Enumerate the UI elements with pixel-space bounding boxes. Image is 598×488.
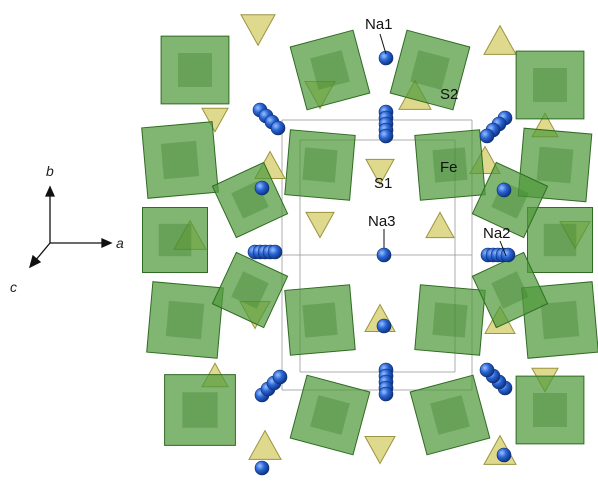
fe-octahedron-facet xyxy=(543,223,577,257)
axis-c-label: c xyxy=(10,279,17,295)
fe-octahedron-facet xyxy=(491,271,529,309)
fe-octahedron-facet xyxy=(158,223,192,257)
label-na1: Na1 xyxy=(365,16,393,33)
axis-b-label: b xyxy=(46,163,54,179)
na-atom xyxy=(378,386,394,402)
na-atom xyxy=(479,362,495,378)
label-fe: Fe xyxy=(440,159,458,176)
na-atom xyxy=(272,369,288,385)
fe-octahedron-facet xyxy=(160,140,200,180)
fe-octahedron xyxy=(289,374,371,456)
na-atom xyxy=(378,128,394,144)
fe-octahedron xyxy=(284,284,356,356)
axis-a-arrowhead xyxy=(101,237,113,249)
axis-c-line xyxy=(34,242,51,262)
s-tetrahedron xyxy=(483,24,517,55)
na-atom xyxy=(376,318,392,334)
fe-octahedron-facet xyxy=(430,395,470,435)
na1-leader xyxy=(379,33,387,55)
fe-octahedron xyxy=(414,129,486,201)
fe-octahedron xyxy=(414,284,486,356)
fe-octahedron xyxy=(160,35,230,105)
na-atom xyxy=(378,50,394,66)
na-atom xyxy=(479,128,495,144)
na-atom xyxy=(376,247,392,263)
label-s1: S1 xyxy=(374,175,392,192)
label-s2: S2 xyxy=(440,86,458,103)
fe-octahedron-facet xyxy=(182,392,218,428)
na-atom xyxy=(496,447,512,463)
fe-octahedron xyxy=(471,251,549,329)
fe-octahedron xyxy=(389,29,471,111)
fe-octahedron xyxy=(471,161,549,239)
fe-octahedron-facet xyxy=(302,147,338,183)
fe-octahedron-facet xyxy=(533,393,567,427)
na-atom xyxy=(270,120,286,136)
fe-octahedron xyxy=(515,375,585,445)
fe-octahedron xyxy=(141,121,219,199)
na-atom xyxy=(500,247,516,263)
fe-octahedron xyxy=(515,50,585,120)
fe-octahedron-facet xyxy=(432,302,468,338)
fe-octahedron xyxy=(409,374,491,456)
fe-octahedron-facet xyxy=(178,53,212,87)
na-atom xyxy=(267,244,283,260)
axis-c-arrowhead xyxy=(28,254,42,269)
sodium-atoms xyxy=(247,50,516,476)
fe-octahedron-facet xyxy=(410,50,450,90)
label-na3: Na3 xyxy=(368,213,396,230)
axes-indicator xyxy=(28,185,113,269)
fe-octahedron-facet xyxy=(540,300,580,340)
fe-octahedron-facet xyxy=(310,50,350,90)
label-leaders xyxy=(379,33,507,257)
fe-octahedron xyxy=(142,207,208,273)
s-tetrahedron xyxy=(248,429,282,460)
fe-octahedron-facet xyxy=(432,147,468,183)
fe-octahedron xyxy=(211,161,289,239)
fe-octahedra xyxy=(141,29,598,456)
label-na2: Na2 xyxy=(483,225,511,242)
fe-octahedron xyxy=(289,29,371,111)
fe-octahedron xyxy=(164,374,236,446)
na-atom xyxy=(496,182,512,198)
fe-octahedron-facet xyxy=(536,146,574,184)
na-atom xyxy=(254,460,270,476)
fe-octahedron-facet xyxy=(310,395,350,435)
s-tetrahedron xyxy=(305,211,335,239)
fe-octahedron xyxy=(284,129,356,201)
fe-octahedron xyxy=(211,251,289,329)
axis-a-label: a xyxy=(116,235,124,251)
na-atom xyxy=(254,180,270,196)
axis-b-arrowhead xyxy=(44,185,56,197)
fe-octahedron-facet xyxy=(302,302,338,338)
fe-octahedron-facet xyxy=(533,68,567,102)
s-tetrahedron xyxy=(425,211,455,239)
s-tetrahedron xyxy=(364,436,396,465)
fe-octahedron-facet xyxy=(165,300,205,340)
fe-octahedron xyxy=(146,281,224,359)
na2-leader xyxy=(499,240,507,257)
s-tetrahedron xyxy=(365,158,395,186)
s-tetrahedron xyxy=(240,14,276,47)
s-tetrahedron xyxy=(201,107,229,133)
fe-octahedron-facet xyxy=(231,271,269,309)
